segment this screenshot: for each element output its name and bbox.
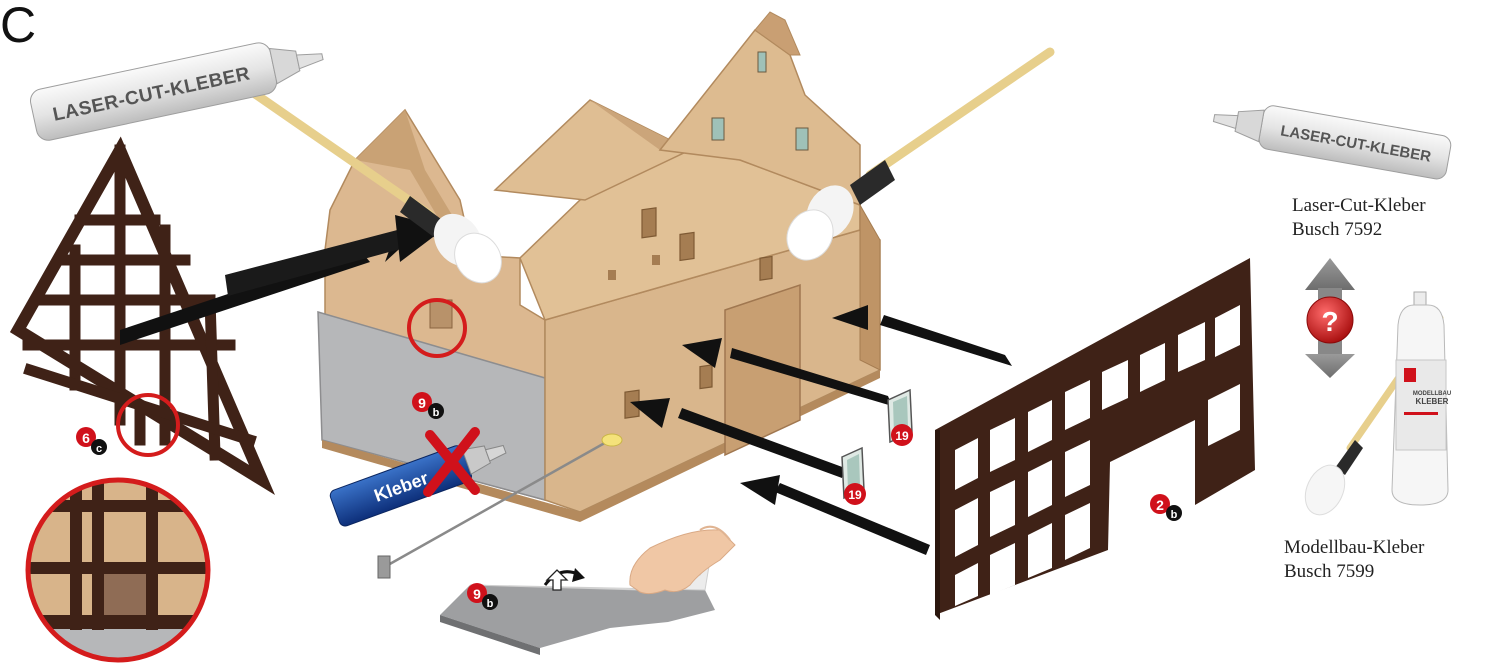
badge-number: 9 (473, 586, 481, 602)
badge-number: 19 (848, 488, 862, 502)
badge-suffix: b (487, 598, 494, 610)
badge-part-19-upper: 19 (891, 424, 913, 446)
badge-suffix: c (96, 443, 102, 455)
laser-cut-number: Busch 7592 (1292, 218, 1426, 242)
badge-suffix: b (1171, 509, 1178, 521)
glue-tube-left: LASER-CUT-KLEBER (28, 30, 327, 142)
gable-timber-frame (18, 150, 262, 480)
laser-cut-name: Laser-Cut-Kleber (1292, 194, 1426, 218)
question-mark-glyph: ? (1321, 306, 1338, 337)
badge-part-6c: 6 c (76, 427, 107, 455)
zoom-detail (28, 470, 208, 668)
arrowhead-front-frame (740, 475, 780, 505)
arrow-wall-right (880, 315, 1012, 366)
modellbau-bottle: MODELLBAU KLEBER (1392, 292, 1451, 505)
caption-modellbau: Modellbau-Kleber Busch 7599 (1284, 536, 1424, 584)
badge-number: 19 (895, 429, 909, 443)
badge-number: 6 (82, 430, 90, 446)
caption-laser-cut: Laser-Cut-Kleber Busch 7592 (1292, 194, 1426, 242)
badge-number: 9 (418, 395, 426, 411)
badge-part-2b: 2 b (1150, 494, 1182, 521)
glue-tube-right: LASER-CUT-KLEBER (1210, 96, 1452, 181)
badge-number: 2 (1156, 497, 1164, 513)
front-timber-frame (935, 258, 1255, 620)
modellbau-name: Modellbau-Kleber (1284, 536, 1424, 560)
bottle-label-line2: KLEBER (1416, 397, 1449, 406)
badge-part-19-lower: 19 (844, 483, 866, 505)
badge-suffix: b (433, 407, 440, 419)
legend-arrows: ? (1305, 258, 1355, 378)
modellbau-number: Busch 7599 (1284, 560, 1424, 584)
